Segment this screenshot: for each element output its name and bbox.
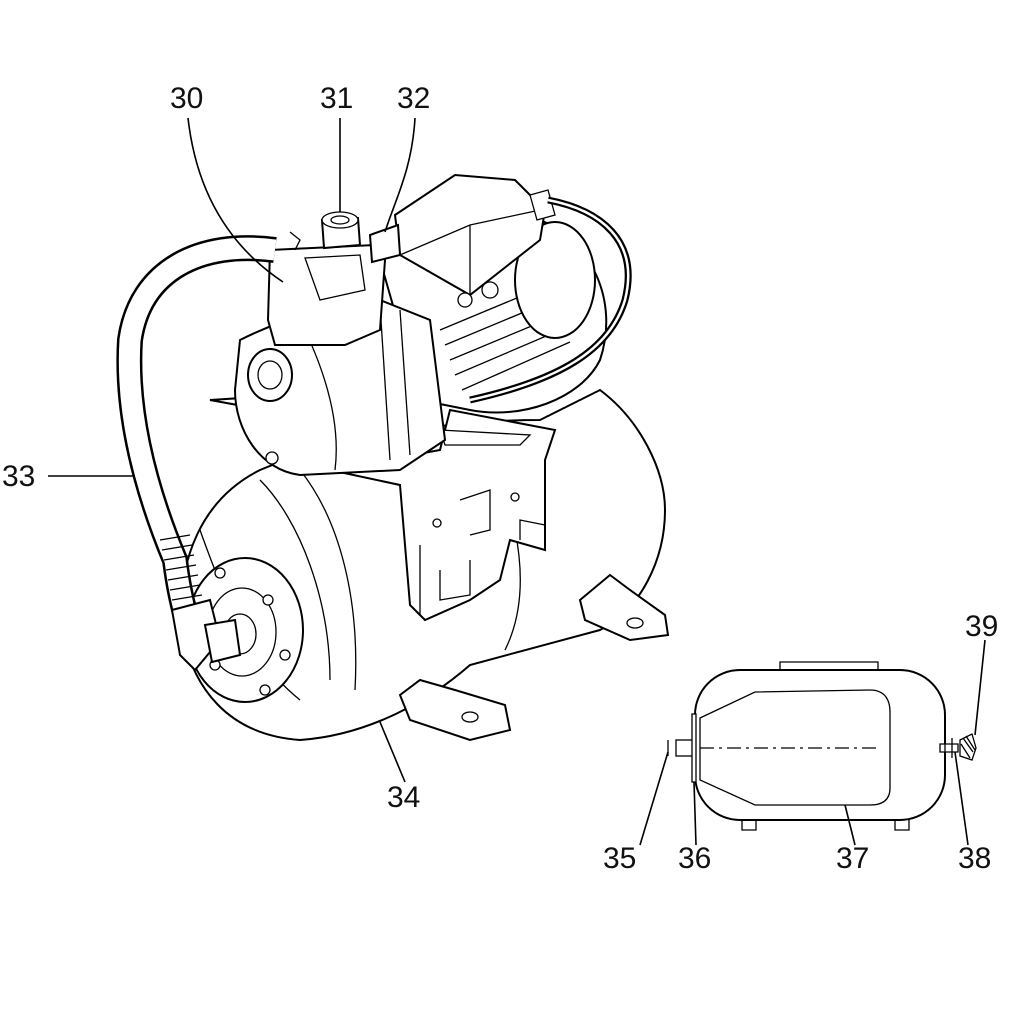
callout-36: 36 [678,842,711,875]
callout-32: 32 [397,82,430,115]
pressure-switch [289,223,402,264]
terminal-box [393,173,556,308]
power-cable [469,196,632,404]
callout-39: 39 [965,610,998,643]
tank-section-detail [667,661,977,831]
callout-30: 30 [170,82,203,115]
flexible-hose [116,235,277,672]
outlet-fitting [320,211,362,250]
callout-38: 38 [958,842,991,875]
pump-cover [266,243,387,346]
callout-37: 37 [836,842,869,875]
callout-34: 34 [387,781,420,814]
tank-feet [398,573,670,742]
leader-lines [48,117,986,846]
callout-35: 35 [603,842,636,875]
callout-31: 31 [320,82,353,115]
callout-33: 33 [2,460,35,493]
